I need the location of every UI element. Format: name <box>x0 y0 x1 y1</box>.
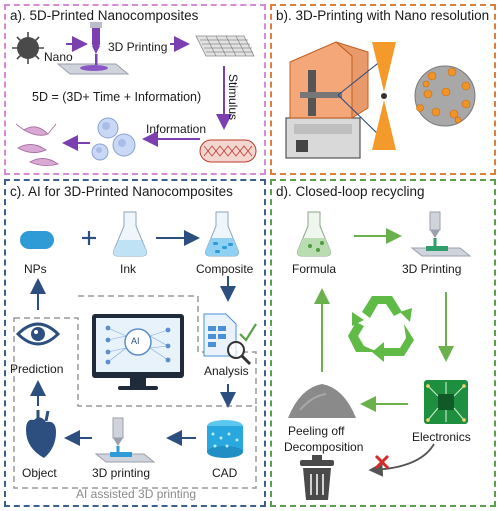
panel-d-title: d). Closed-loop recycling <box>276 184 425 199</box>
cell-spheres-icon <box>91 117 136 161</box>
panel-b-title: b). 3D-Printing with Nano resolution <box>276 8 490 23</box>
object-label: Object <box>22 466 57 480</box>
cross-mark-icon <box>374 454 390 470</box>
nps-label: NPs <box>24 262 47 276</box>
electronics-label: Electronics <box>412 430 471 444</box>
laser-focus-icon <box>372 42 396 150</box>
ai-monitor-icon <box>92 314 184 390</box>
equation-label: 5D = (3D+ Time + Information) <box>32 90 202 104</box>
printer-nozzle-blue-icon <box>94 417 156 463</box>
panel-a-title: a). 5D-Printed Nanocomposites <box>10 8 199 23</box>
lattice-print-icon <box>195 35 255 57</box>
recycle-icon <box>348 296 414 362</box>
decomposition-label: Decomposition <box>284 440 364 454</box>
composite-flask-icon <box>205 211 239 257</box>
printer-nozzle-icon <box>56 22 130 75</box>
eye-icon <box>15 322 61 346</box>
mesh-cylinder-icon <box>199 139 257 163</box>
formula-flask-icon <box>297 211 331 257</box>
powder-pile-icon <box>288 384 356 418</box>
information-label: Information <box>146 122 207 136</box>
heart-icon <box>26 410 56 458</box>
ink-flask-icon <box>113 211 147 257</box>
panel-c-frame <box>4 179 266 507</box>
cad-label: CAD <box>212 466 238 480</box>
formula-label: Formula <box>292 262 337 276</box>
spreadsheet-magnifier-icon <box>203 313 257 366</box>
nanoparticle-sphere-icon <box>414 65 476 127</box>
panel-a-frame <box>4 4 266 175</box>
prediction-label: Prediction <box>10 362 64 376</box>
printing-label: 3D Printing <box>108 40 168 54</box>
panel-b-frame <box>270 4 496 175</box>
disposal-arrow <box>368 443 435 477</box>
panel-d-frame <box>270 179 496 507</box>
panel-c-title: c). AI for 3D-Printed Nanocomposites <box>10 184 233 199</box>
analysis-label: Analysis <box>204 364 249 378</box>
plus-icon <box>82 231 96 245</box>
ai-node-label: AI <box>131 336 140 346</box>
circuit-board-icon <box>424 380 468 424</box>
nano-label: Nano <box>44 50 73 64</box>
nanoparticle-pill-icon <box>20 231 54 249</box>
printing-label-d: 3D Printing <box>402 262 462 276</box>
nano-particle-icon <box>12 32 44 64</box>
printer-nozzle-green-icon <box>410 211 472 257</box>
printing-label-c: 3D printing <box>92 466 151 480</box>
sla-printer-icon <box>285 41 369 159</box>
ai-assisted-label: AI assisted 3D printing <box>76 487 197 501</box>
stimulus-label: Stimulus <box>226 74 240 121</box>
trash-bin-icon <box>300 455 334 500</box>
ink-label: Ink <box>120 262 137 276</box>
cad-lattice-icon <box>207 420 243 458</box>
peeling-label: Peeling off <box>288 424 345 438</box>
composite-label: Composite <box>196 262 254 276</box>
neuron-cells-icon <box>15 123 59 166</box>
